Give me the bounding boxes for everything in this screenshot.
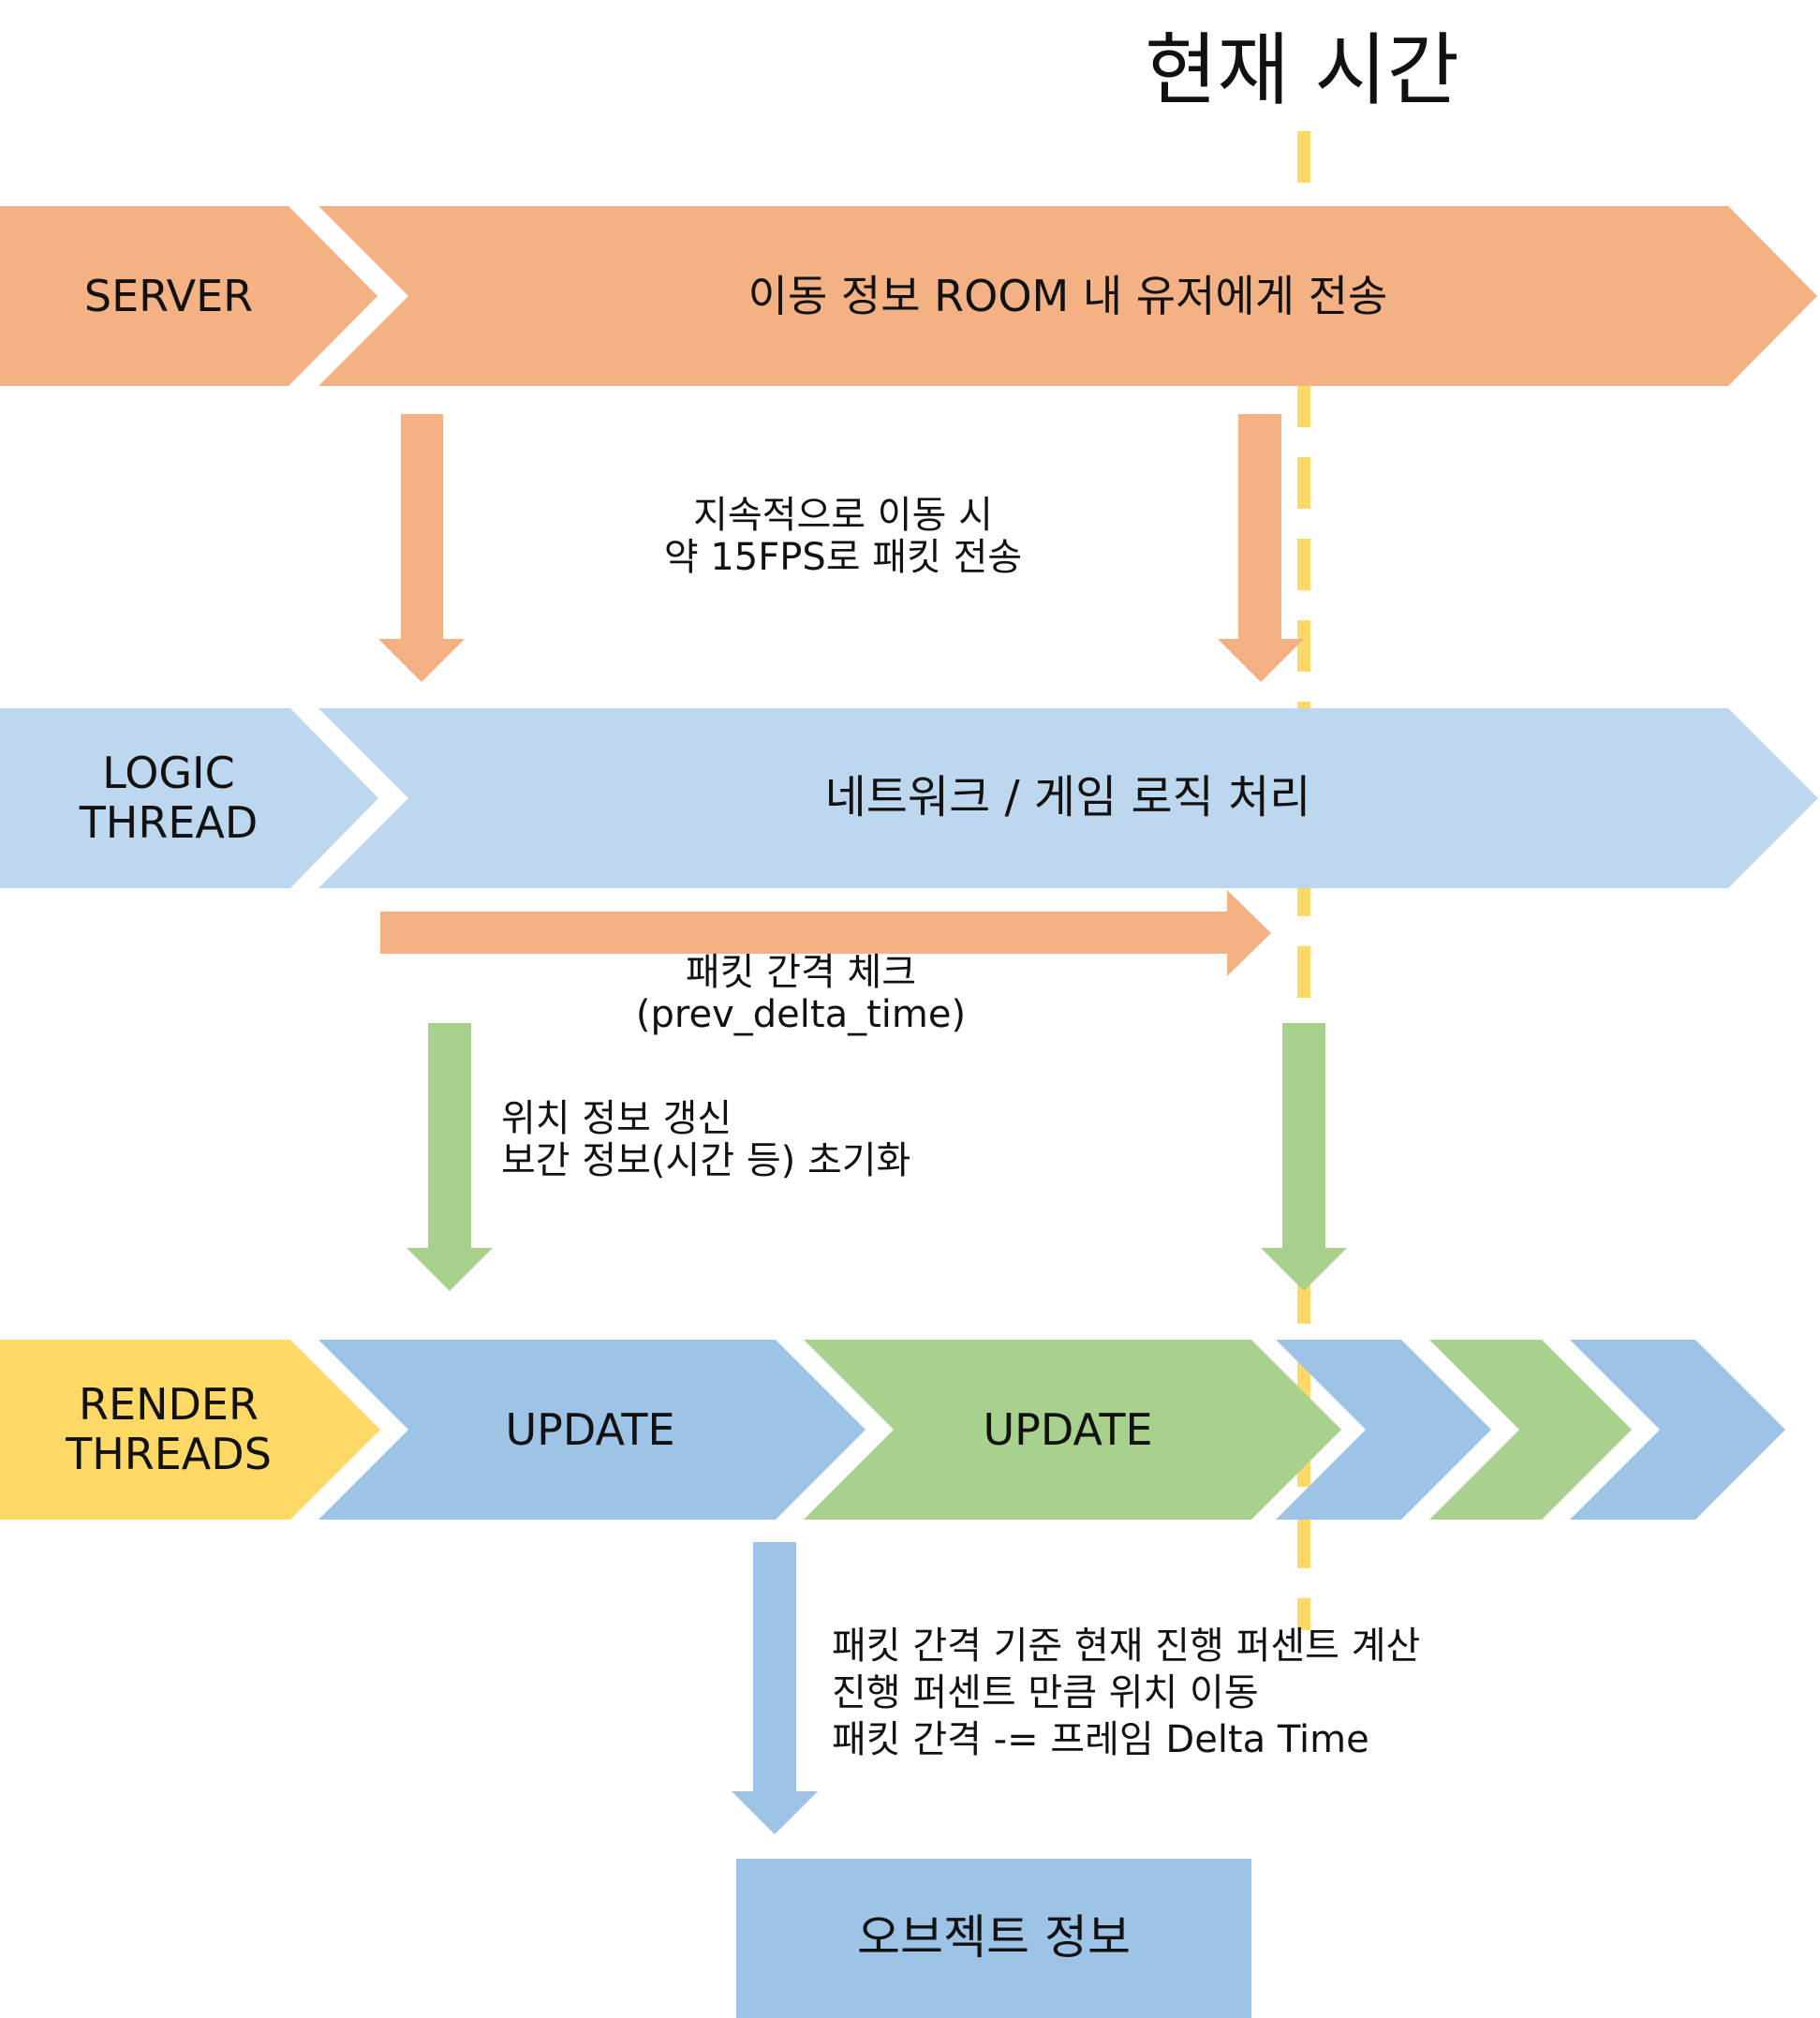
server-note: 지속적으로 이동 시 약 15FPS로 패킷 전송 bbox=[663, 494, 1023, 579]
server-bar-label: 이동 정보 ROOM 내 유저에게 전송 bbox=[747, 270, 1388, 321]
logic-bar-label: 네트워크 / 게임 로직 처리 bbox=[824, 771, 1311, 824]
render-to-object-arrow bbox=[732, 1542, 818, 1834]
render-update-chevron-2 bbox=[804, 1340, 1341, 1520]
logic-bar-chevron bbox=[318, 708, 1818, 888]
logic-to-render-arrow-left bbox=[407, 1023, 493, 1291]
page-title: 현재 시간 bbox=[1145, 23, 1459, 116]
object-info-label: 오브젝트 정보 bbox=[857, 1910, 1131, 1966]
logic-to-render-arrow-right bbox=[1261, 1023, 1347, 1291]
server-label: SERVER bbox=[83, 270, 254, 321]
server-to-logic-arrow-right bbox=[1218, 414, 1304, 682]
render-frame-chevron-3 bbox=[1276, 1340, 1491, 1520]
packet-interval-note: 패킷 간격 체크 (prev_delta_time) bbox=[635, 951, 967, 1036]
render-label: RENDER THREADS bbox=[66, 1379, 272, 1479]
server-to-logic-arrow-left bbox=[378, 414, 465, 682]
logic-label-chevron bbox=[0, 708, 378, 888]
packet-interval-arrow bbox=[380, 890, 1271, 976]
render-frame-chevron-5 bbox=[1570, 1340, 1785, 1520]
render-note: 패킷 간격 기준 현재 진행 퍼센트 계산 진행 퍼센트 만큼 위치 이동 패킷… bbox=[832, 1625, 1421, 1761]
logic-note: 위치 정보 갱신 보간 정보(시간 등) 초기화 bbox=[501, 1097, 911, 1182]
server-bar-chevron bbox=[318, 206, 1817, 386]
render-label-chevron bbox=[0, 1340, 380, 1520]
object-info-box bbox=[736, 1859, 1251, 2018]
server-label-chevron bbox=[0, 206, 377, 386]
render-frame-chevron-4 bbox=[1429, 1340, 1632, 1520]
render-update-label-2: UPDATE bbox=[983, 1403, 1153, 1455]
render-update-label-1: UPDATE bbox=[505, 1403, 675, 1455]
logic-label: LOGIC THREAD bbox=[79, 748, 259, 848]
render-update-chevron-1 bbox=[318, 1340, 866, 1520]
